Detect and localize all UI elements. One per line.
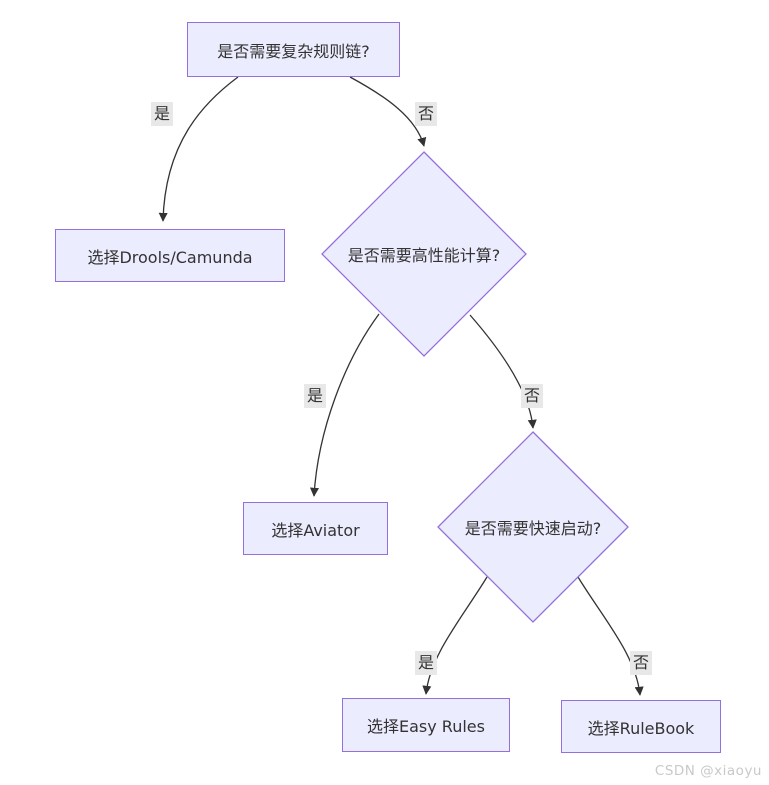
decision-diamond-quickstart [437, 431, 629, 623]
node-choose-drools-camunda: 选择Drools/Camunda [55, 229, 285, 282]
edge-label-no-performance: 否 [520, 384, 544, 408]
decision-diamond-performance [321, 151, 527, 357]
node-question-complex-rules: 是否需要复杂规则链? [187, 22, 400, 77]
edge-quickstart-to-easyrules [422, 576, 488, 695]
diamond-label-quickstart: 是否需要快速启动? [464, 519, 602, 538]
diamond-label-performance: 是否需要高性能计算? [347, 246, 501, 265]
edge-label-yes-quickstart: 是 [414, 651, 438, 675]
edge-quickstart-to-rulebook [577, 576, 644, 696]
edge-label-yes-performance: 是 [303, 384, 327, 408]
watermark: CSDN @xiaoyu [654, 763, 762, 779]
edge-performance-to-aviator [309, 313, 380, 497]
edge-label-yes-root: 是 [150, 102, 174, 126]
node-choose-rulebook: 选择RuleBook [561, 700, 721, 753]
node-choose-easy-rules: 选择Easy Rules [342, 698, 510, 752]
edge-performance-to-quickstart [469, 314, 537, 429]
edge-root-to-performance [349, 76, 427, 147]
edge-label-no-quickstart: 否 [629, 651, 653, 675]
node-choose-aviator: 选择Aviator [243, 502, 388, 555]
edge-root-to-drools [158, 76, 239, 222]
edge-label-no-root: 否 [414, 102, 438, 126]
